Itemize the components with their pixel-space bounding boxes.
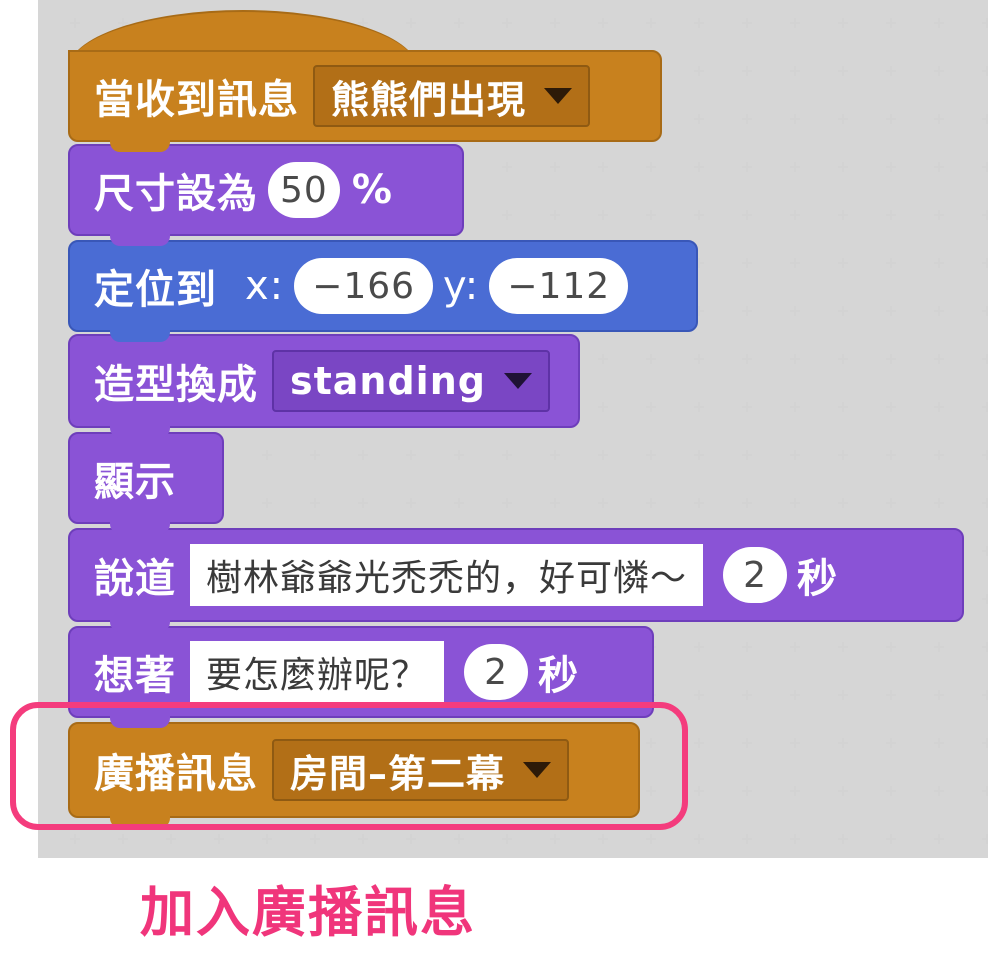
dropdown-arrow-icon [503,373,532,389]
dropdown-arrow-icon [523,762,552,778]
show-label: 顯示 [94,459,176,505]
when-i-receive-block[interactable]: 當收到訊息 熊熊們出現 [68,50,662,142]
block-notch [110,522,170,534]
dropdown-arrow-icon [544,88,573,104]
block-notch [110,234,170,246]
costume-dropdown-value: standing [290,359,486,403]
block-notch [110,140,170,152]
costume-dropdown[interactable]: standing [272,350,550,412]
instruction-caption: 加入廣播訊息 [140,881,476,944]
broadcast-block[interactable]: 廣播訊息 房間–第二幕 [68,722,640,818]
size-input[interactable]: 50 [268,162,340,218]
set-size-label: 尺寸設為 [94,171,258,217]
block-notch [110,620,170,632]
broadcast-dropdown-value: 房間–第二幕 [290,751,506,796]
x-label: x: [245,263,285,309]
show-block[interactable]: 顯示 [68,432,224,524]
say-text-input[interactable]: 樹林爺爺光禿禿的，好可憐～ [190,544,704,606]
say-seconds-label: 秒 [797,556,839,602]
switch-costume-label: 造型換成 [94,362,258,408]
think-seconds-label: 秒 [538,653,580,699]
block-notch [110,716,170,728]
message-dropdown-value: 熊熊們出現 [331,77,527,122]
think-text-input[interactable]: 要怎麼辦呢？ [190,641,445,703]
block-notch [110,330,170,342]
set-size-block[interactable]: 尺寸設為 50 % [68,144,464,236]
broadcast-label: 廣播訊息 [94,751,258,797]
x-input[interactable]: −166 [294,258,434,314]
go-to-xy-block[interactable]: 定位到 x: −166 y: −112 [68,240,698,332]
when-i-receive-label: 當收到訊息 [94,77,299,123]
say-label: 說道 [94,556,176,602]
block-notch [110,426,170,438]
percent-label: % [351,167,393,213]
y-label: y: [443,263,480,309]
think-label: 想著 [94,653,176,699]
switch-costume-block[interactable]: 造型換成 standing [68,334,580,428]
broadcast-highlight-box [10,702,688,830]
say-for-secs-block[interactable]: 說道 樹林爺爺光禿禿的，好可憐～ 2 秒 [68,528,964,622]
say-seconds-input[interactable]: 2 [723,547,788,603]
think-seconds-input[interactable]: 2 [464,644,529,700]
message-dropdown[interactable]: 熊熊們出現 [313,65,591,127]
scripts-area[interactable] [38,0,988,858]
y-input[interactable]: −112 [489,258,629,314]
broadcast-dropdown[interactable]: 房間–第二幕 [272,739,570,801]
go-to-label: 定位到 [94,267,217,313]
